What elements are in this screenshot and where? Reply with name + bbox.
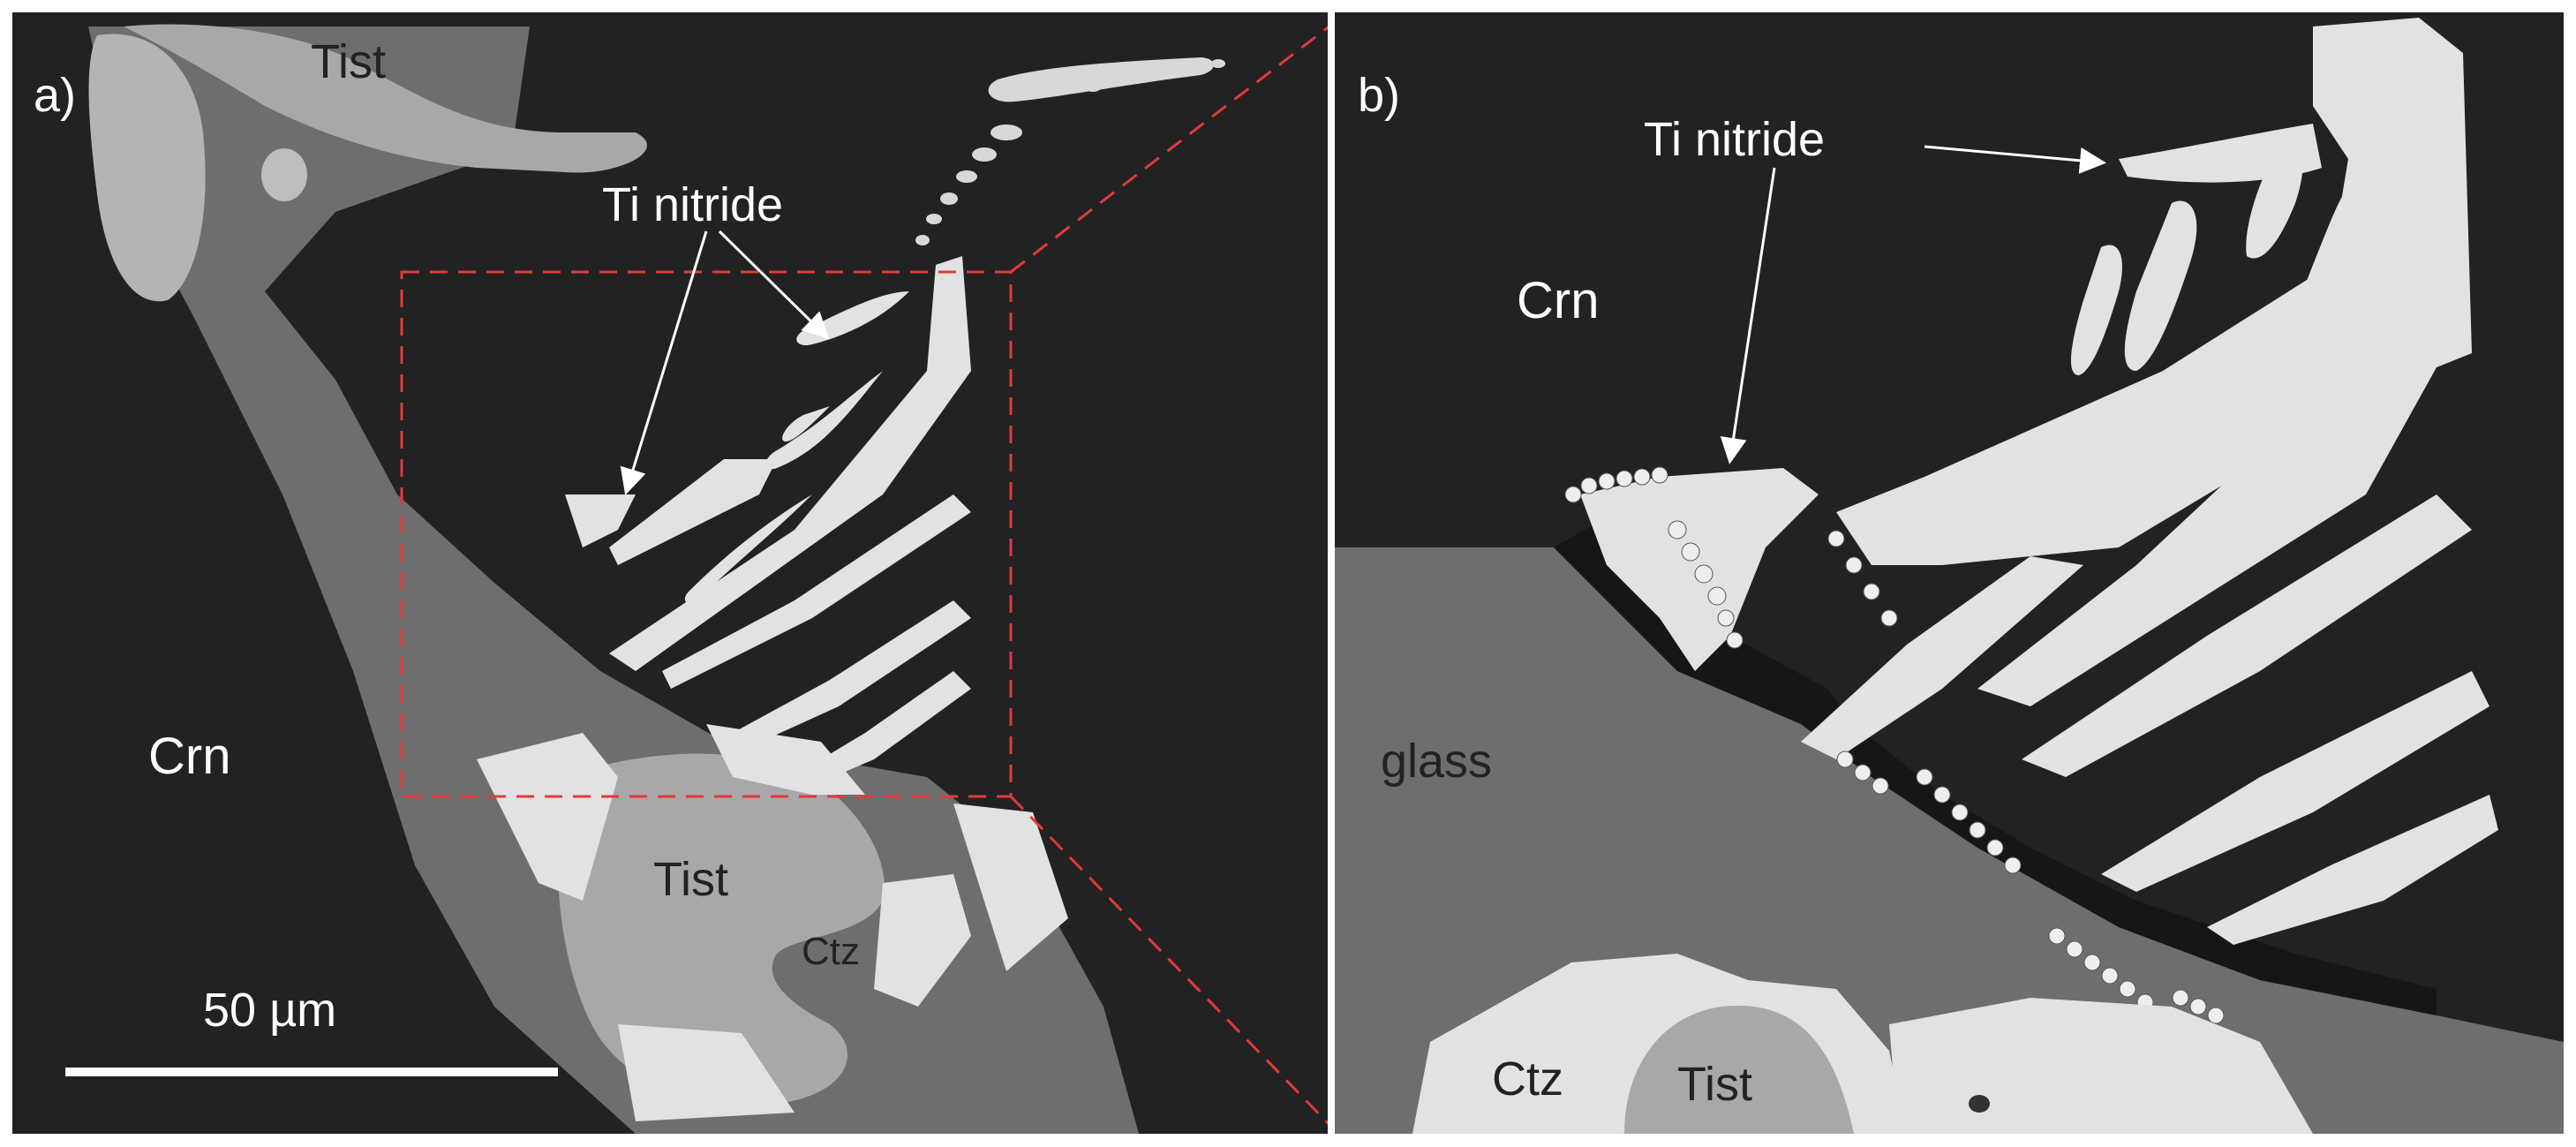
panel-a-nitride-droplets (915, 57, 1225, 245)
panel-a-arrow-2 (620, 230, 708, 495)
panel-a-arrow-1 (718, 230, 830, 340)
panel-a-ctz-label: Ctz (802, 930, 860, 973)
panel-a: a) Tist Ti nitride Crn Tist Ctz 50 µm (12, 12, 1328, 1134)
panel-b-bright-lower (1889, 998, 2313, 1134)
panel-b-crn-label: Crn (1517, 272, 1599, 329)
panel-a-inclusion (261, 148, 307, 201)
panel-a-ctz-crystals (477, 724, 1068, 1121)
panel-b-pore (1969, 1095, 1990, 1113)
panel-b-nitride-beads (1564, 466, 2225, 1024)
panel-a-label: a) (34, 69, 76, 122)
panel-b-dendrites (1580, 18, 2498, 945)
panel-a-ti-nitride-label: Ti nitride (602, 178, 783, 231)
panel-b-ctz-label: Ctz (1492, 1053, 1563, 1105)
panel-b-arrow-2 (1720, 167, 1776, 464)
connector-line-bottom (1009, 795, 1328, 1125)
panel-a-tist-bottom-label: Tist (653, 853, 728, 906)
panel-b-ti-nitride-label: Ti nitride (1644, 113, 1825, 166)
panel-b: b) Ti nitride Crn glass Ctz Tist (1335, 12, 2564, 1134)
panel-a-crn-label: Crn (148, 728, 230, 785)
panel-b-glass-label: glass (1381, 735, 1492, 788)
panel-b-tist-grain (1624, 1005, 1854, 1134)
panel-a-scale-bar (65, 1068, 558, 1076)
panel-b-tist-label: Tist (1677, 1058, 1752, 1111)
panel-a-tist-top-grain (88, 34, 206, 302)
panel-a-scale-text: 50 µm (203, 984, 336, 1037)
connector-line-top (1010, 26, 1328, 274)
panel-b-arrow-1 (1924, 145, 2106, 174)
panel-a-tist-top-label: Tist (311, 35, 386, 88)
panel-a-tist-bottom (557, 753, 885, 1105)
panel-b-label: b) (1358, 69, 1400, 122)
panel-a-tist-top (124, 24, 647, 173)
panel-a-dendrites (565, 256, 971, 786)
